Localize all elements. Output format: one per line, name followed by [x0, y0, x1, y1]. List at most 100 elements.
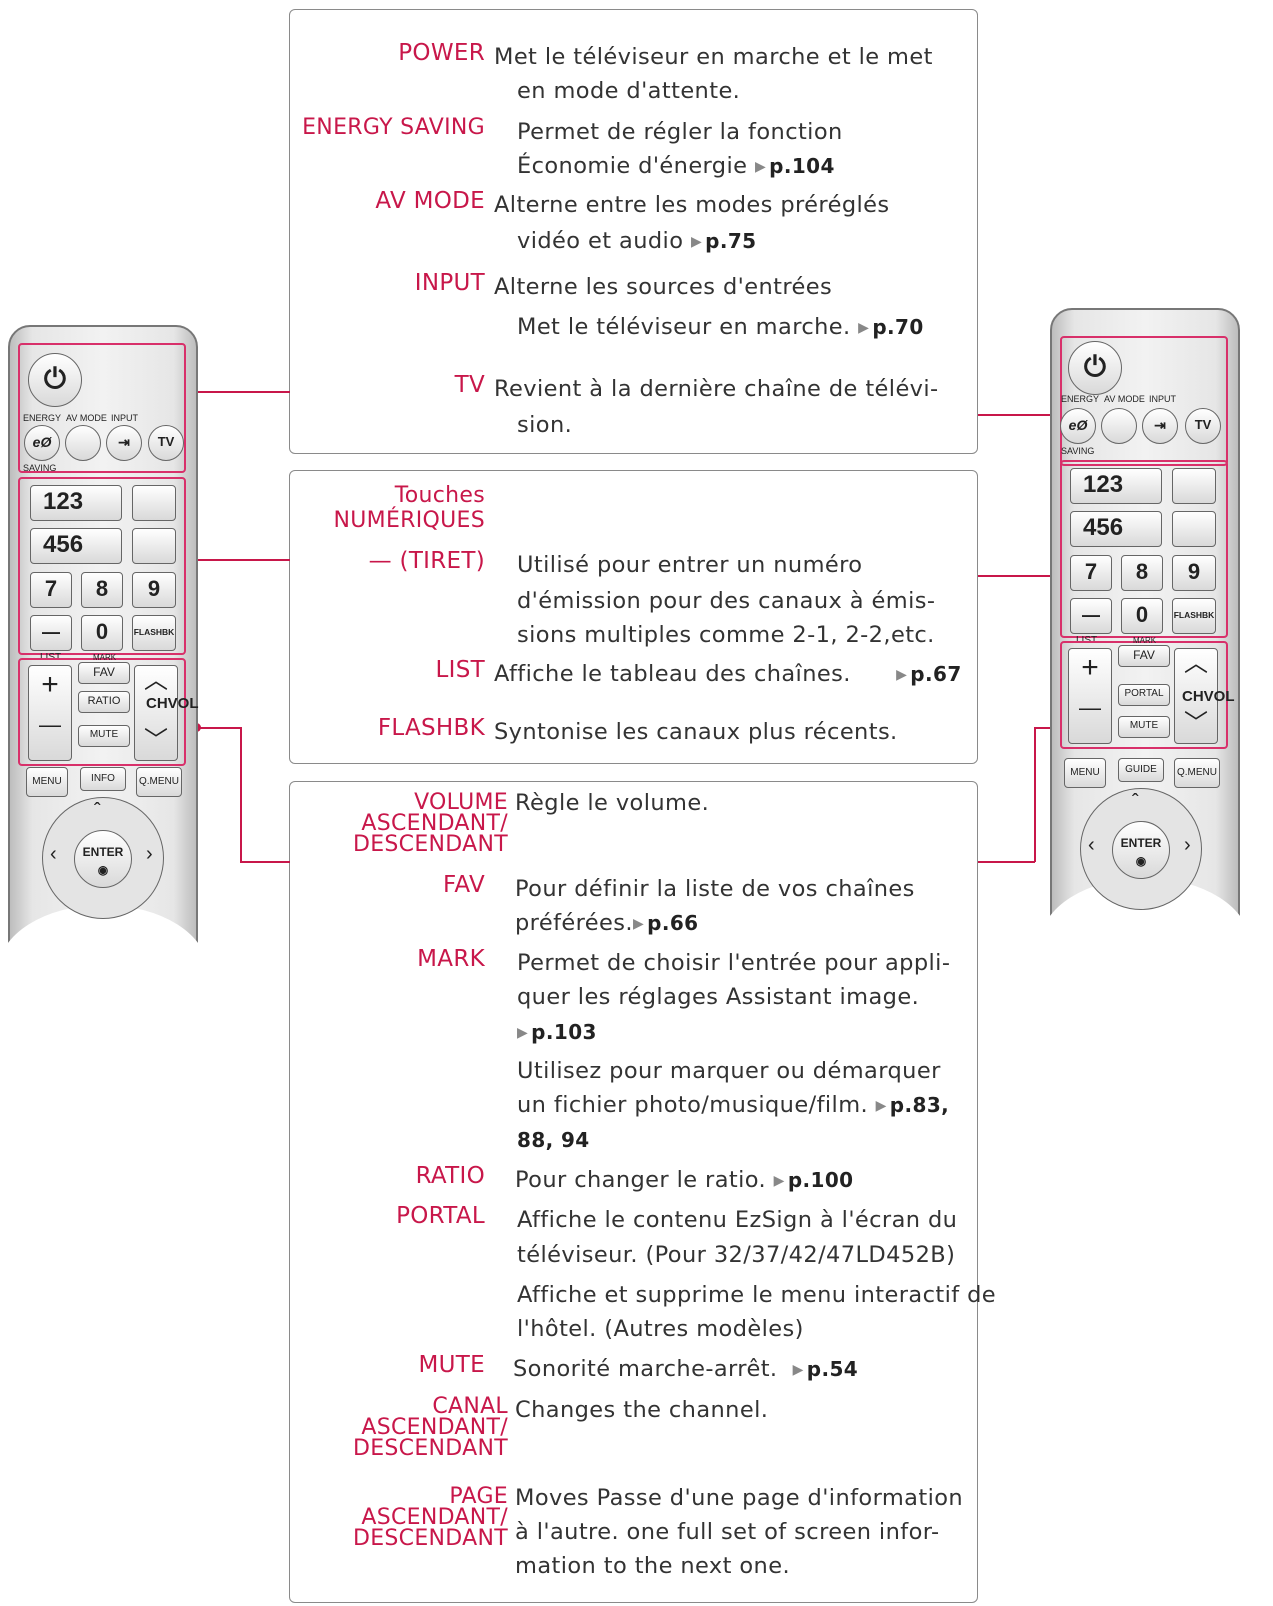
- key-456[interactable]: 456: [1070, 511, 1162, 547]
- input-button[interactable]: ⇥: [106, 425, 142, 461]
- numeric-group: [1060, 460, 1228, 638]
- power-desc-2: en mode d'attente.: [517, 78, 741, 104]
- fav-desc-1: Pour définir la liste de vos chaînes: [515, 876, 915, 902]
- info-button[interactable]: INFO: [80, 767, 126, 791]
- key-dash[interactable]: —: [30, 615, 72, 651]
- connector-right-top: [978, 414, 1080, 416]
- volume-group: [1060, 641, 1228, 749]
- energy-text: ENERGY: [1061, 394, 1100, 404]
- flashbk-label: FLASHBK: [377, 715, 485, 741]
- dash-label: — (TIRET): [368, 548, 485, 574]
- qmenu-button[interactable]: Q.MENU: [136, 767, 182, 797]
- remote-right: ⏻ ENERGY AV MODE INPUT eØ ⇥ TV SAVING 12…: [1040, 308, 1250, 988]
- dash-desc-2: d'émission pour des canaux à émis-: [517, 588, 936, 614]
- up-arrow-icon: ˆ: [1132, 791, 1139, 813]
- left-arrow-icon: ‹: [1088, 834, 1095, 856]
- tv-button[interactable]: TV: [148, 425, 184, 461]
- key-blank-2[interactable]: [1172, 511, 1216, 547]
- fav-button[interactable]: FAV: [1118, 645, 1170, 667]
- list-text: LIST: [40, 652, 62, 663]
- power-button[interactable]: ⏻: [28, 353, 82, 407]
- ratio-button[interactable]: RATIO: [78, 691, 130, 713]
- up-arrow-icon: ˆ: [94, 800, 101, 822]
- mark-desc-3: Utilisez pour marquer ou démarquer: [517, 1058, 941, 1084]
- key-7[interactable]: 7: [30, 572, 72, 608]
- key-0[interactable]: 0: [81, 615, 123, 651]
- energy-saving-button[interactable]: eØ: [24, 425, 60, 461]
- flashbk-button[interactable]: FLASHBK: [132, 615, 176, 651]
- menu-button[interactable]: MENU: [26, 767, 68, 797]
- right-arrow-icon: ›: [146, 843, 153, 865]
- mute-button[interactable]: MUTE: [1118, 716, 1170, 738]
- enter-button[interactable]: ENTER◉: [74, 830, 132, 888]
- energy-saving-button[interactable]: eØ: [1060, 408, 1096, 444]
- tv-button[interactable]: TV: [1185, 408, 1221, 444]
- qmenu-button[interactable]: Q.MENU: [1174, 758, 1220, 788]
- av-mode-button[interactable]: [1101, 408, 1137, 444]
- portal-button[interactable]: PORTAL: [1118, 684, 1170, 706]
- input-text: INPUT: [111, 413, 138, 423]
- connector-left-bot-h1: [196, 727, 241, 729]
- volume-rocker[interactable]: +—: [28, 665, 72, 761]
- power-section-box: [289, 9, 978, 454]
- avmode-desc-2: vidéo et audio p.75: [517, 224, 756, 259]
- channel-rocker[interactable]: ︿﹀: [1174, 648, 1218, 744]
- tv-desc-1: Revient à la dernière chaîne de télévi-: [494, 376, 939, 402]
- energy-desc-2: Économie d'énergie p.104: [517, 149, 835, 184]
- key-0[interactable]: 0: [1121, 598, 1163, 634]
- mute-label: MUTE: [418, 1352, 485, 1378]
- key-8[interactable]: 8: [1121, 555, 1163, 591]
- connector-left-bot-h2: [240, 861, 290, 863]
- page-desc-2: à l'autre. one full set of screen infor-: [515, 1519, 940, 1545]
- volume-rocker[interactable]: +—: [1068, 648, 1112, 744]
- ratio-desc: Pour changer le ratio. p.100: [515, 1163, 854, 1198]
- input-button[interactable]: ⇥: [1142, 408, 1178, 444]
- connector-left-bot-v: [240, 727, 242, 862]
- input-desc-1: Alterne les sources d'entrées: [494, 274, 833, 300]
- enter-button[interactable]: ENTER◉: [1112, 821, 1170, 879]
- input-label: INPUT: [414, 270, 485, 296]
- page-desc-1: Moves Passe d'une page d'information: [515, 1485, 964, 1511]
- mark-desc-2: quer les réglages Assistant image.: [517, 984, 920, 1010]
- key-blank-2[interactable]: [132, 528, 176, 564]
- energy-desc-1: Permet de régler la fonction: [517, 119, 843, 145]
- key-blank-1[interactable]: [132, 485, 176, 521]
- key-123[interactable]: 123: [1070, 468, 1162, 504]
- avmode-ref: p.75: [691, 229, 757, 253]
- key-9[interactable]: 9: [1172, 555, 1216, 591]
- menu-button[interactable]: MENU: [1064, 758, 1106, 788]
- list-ref: p.67: [896, 662, 962, 686]
- mute-button[interactable]: MUTE: [78, 725, 130, 747]
- portal-desc-3: Affiche et supprime le menu interactif d…: [517, 1282, 997, 1308]
- channel-rocker[interactable]: ︿﹀: [134, 665, 178, 761]
- mark-text: MARK: [93, 653, 117, 662]
- connector-right-bot-h2: [978, 861, 1035, 863]
- key-7[interactable]: 7: [1070, 555, 1112, 591]
- mark-desc-5: 88, 94: [517, 1128, 590, 1152]
- tv-label: TV: [454, 372, 485, 398]
- key-456[interactable]: 456: [30, 528, 122, 564]
- energy-ref: p.104: [755, 154, 835, 178]
- fav-ref: p.66: [633, 911, 699, 935]
- power-button[interactable]: ⏻: [1068, 341, 1122, 395]
- key-dash[interactable]: —: [1070, 598, 1112, 634]
- av-mode-label: AV MODE: [375, 188, 485, 214]
- list-desc: Affiche le tableau des chaînes. p.67: [494, 657, 962, 692]
- fav-button[interactable]: FAV: [78, 662, 130, 684]
- connector-right-mid: [978, 575, 1080, 577]
- fav-desc-2: préférées.p.66: [515, 906, 699, 941]
- connector-left-top: [190, 391, 290, 393]
- key-8[interactable]: 8: [81, 572, 123, 608]
- guide-button[interactable]: GUIDE: [1118, 758, 1164, 782]
- list-text: LIST: [1076, 635, 1098, 646]
- av-mode-button[interactable]: [65, 425, 101, 461]
- tv-desc-2: sion.: [517, 412, 573, 438]
- flashbk-button[interactable]: FLASHBK: [1172, 598, 1216, 634]
- key-9[interactable]: 9: [132, 572, 176, 608]
- key-123[interactable]: 123: [30, 485, 122, 521]
- avmode-text: AV MODE: [66, 413, 107, 423]
- key-blank-1[interactable]: [1172, 468, 1216, 504]
